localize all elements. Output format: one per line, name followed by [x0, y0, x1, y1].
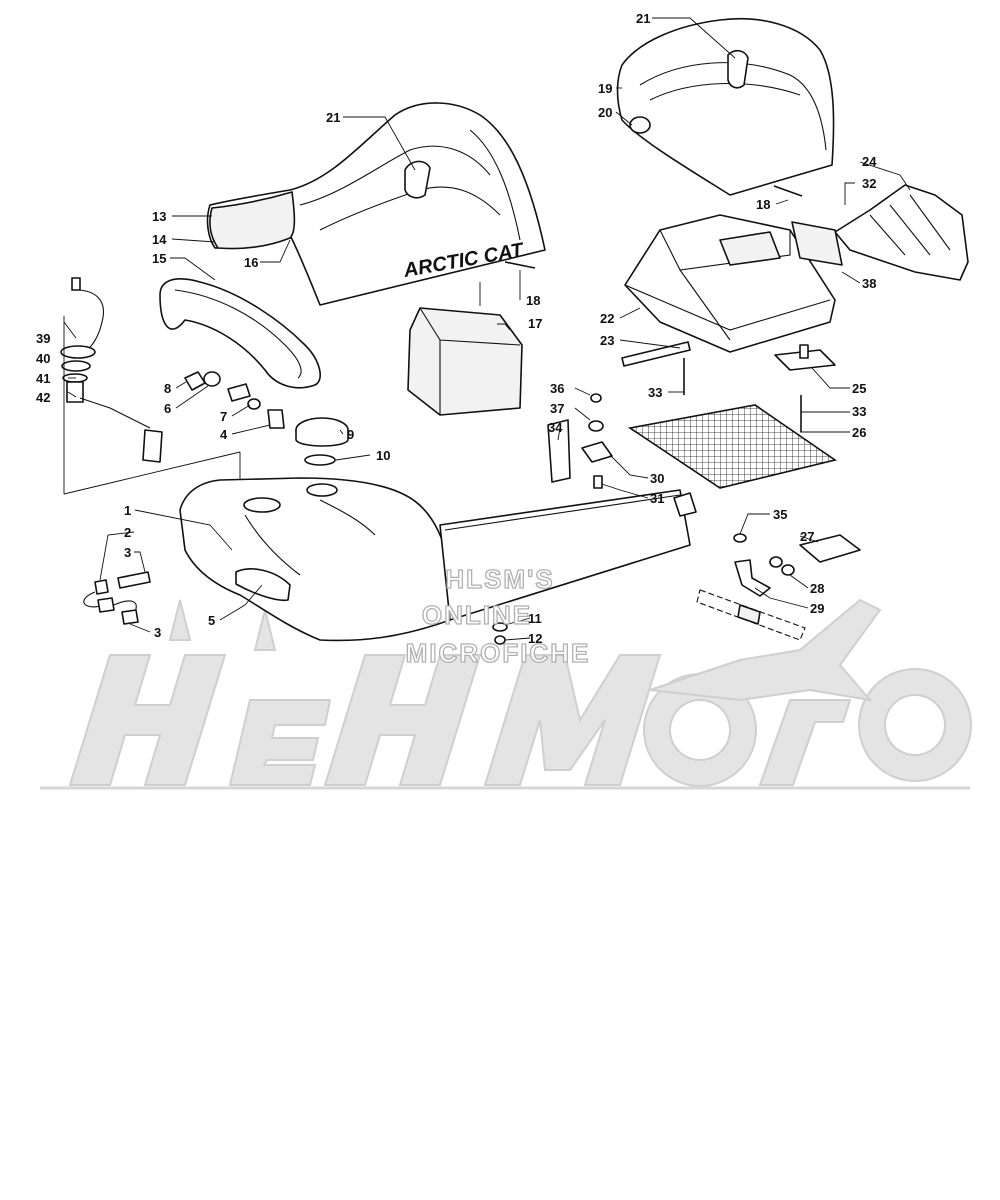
callout-22: 22 [600, 311, 614, 326]
rail-bracket [696, 533, 861, 641]
callout-5: 5 [208, 613, 215, 628]
callout-24: 24 [862, 154, 877, 169]
callout-11: 11 [528, 611, 542, 626]
callout-23: 23 [600, 333, 614, 348]
callout-15: 15 [152, 251, 166, 266]
leader-lines [63, 17, 911, 641]
watermark-line-2: ONLINE [422, 600, 532, 630]
callout-10: 10 [376, 448, 390, 463]
callout-18: 18 [526, 293, 540, 308]
callout-40: 40 [36, 351, 50, 366]
callout-38: 38 [862, 276, 876, 291]
rear-seat [616, 17, 835, 196]
callout-1: 1 [124, 503, 131, 518]
callout-21: 21 [636, 11, 650, 26]
callout-14: 14 [152, 232, 167, 247]
callout-16: 16 [244, 255, 258, 270]
watermark-line-3: MICROFICHE [406, 638, 591, 668]
callout-41: 41 [36, 371, 50, 386]
callout-3: 3 [124, 545, 131, 560]
callout-18: 18 [756, 197, 770, 212]
latch-parts [547, 393, 697, 517]
fuel-sender [60, 277, 241, 500]
washers [492, 622, 508, 645]
fittings-group [184, 371, 285, 429]
callout-42: 42 [36, 390, 50, 405]
mesh-net [627, 404, 837, 489]
callout-33: 33 [852, 404, 866, 419]
callout-4: 4 [220, 427, 228, 442]
callout-3: 3 [154, 625, 161, 640]
callout-27: 27 [800, 529, 814, 544]
callout-36: 36 [550, 381, 564, 396]
fuel-cap [295, 417, 349, 466]
callout-13: 13 [152, 209, 166, 224]
callout-29: 29 [810, 601, 824, 616]
watermark-text: HLSM'S ONLINE MICROFICHE [405, 563, 591, 668]
front-seat: ARCTIC CAT [206, 102, 546, 306]
storage-tray [624, 214, 836, 353]
bolts-and-brackets [683, 344, 836, 432]
watermark-logo [40, 559, 972, 790]
callout-28: 28 [810, 581, 824, 596]
callout-30: 30 [650, 471, 664, 486]
callout-12: 12 [528, 631, 542, 646]
callout-8: 8 [164, 381, 171, 396]
callout-32: 32 [862, 176, 876, 191]
callout-26: 26 [852, 425, 866, 440]
rear-bracket [791, 184, 969, 281]
watermark-line-1: HLSM'S [445, 564, 554, 594]
seat-base [159, 278, 321, 389]
callout-33: 33 [648, 385, 662, 400]
callout-25: 25 [852, 381, 866, 396]
callout-17: 17 [528, 316, 542, 331]
callout-9: 9 [347, 427, 354, 442]
hose-group [83, 571, 151, 625]
fuel-tank [179, 477, 691, 642]
callout-37: 37 [550, 401, 564, 416]
callout-6: 6 [164, 401, 171, 416]
callout-39: 39 [36, 331, 50, 346]
callout-21: 21 [326, 110, 340, 125]
callout-31: 31 [650, 491, 664, 506]
callout-7: 7 [220, 409, 227, 424]
callout-2: 2 [124, 525, 131, 540]
callout-34: 34 [548, 420, 563, 435]
callout-19: 19 [598, 81, 612, 96]
pins [504, 185, 803, 367]
foam-block [407, 282, 523, 416]
callout-20: 20 [598, 105, 612, 120]
callout-labels: 21 13 14 16 15 18 17 39 40 41 42 8 6 7 4… [36, 11, 877, 646]
callout-35: 35 [773, 507, 787, 522]
